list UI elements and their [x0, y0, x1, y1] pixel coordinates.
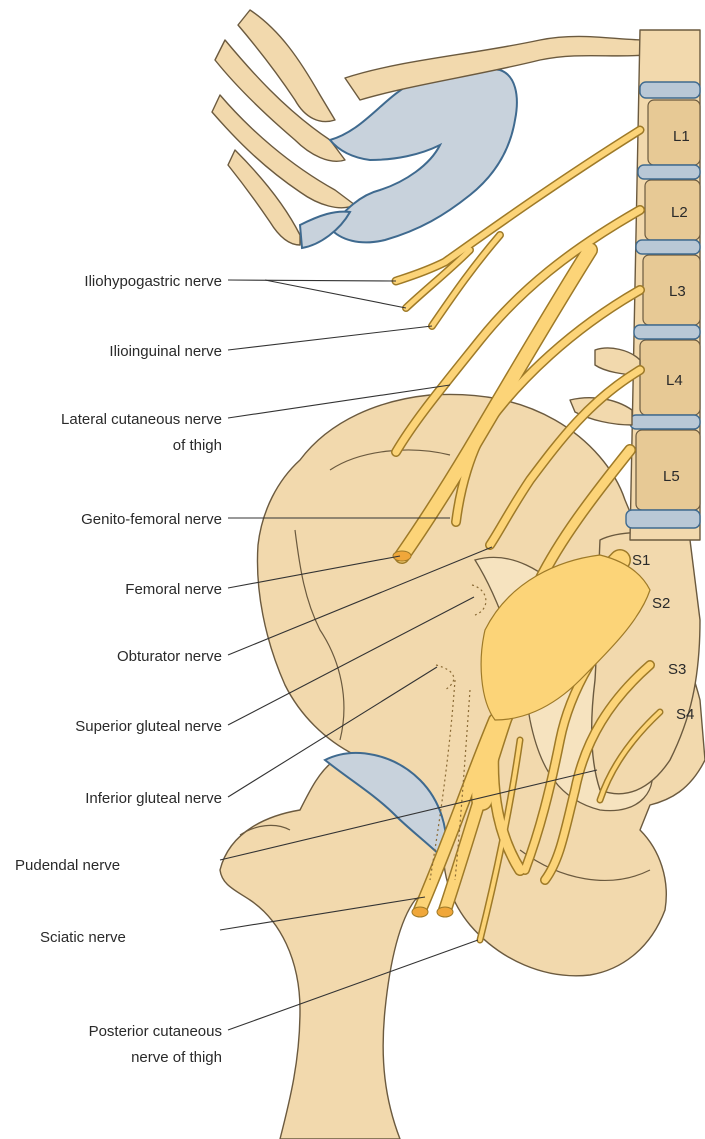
vertebra-label-l5: L5 — [663, 468, 680, 485]
vertebra-label-l2: L2 — [671, 204, 688, 221]
sacral-label-s4: S4 — [676, 706, 694, 723]
leader-ilioinguinal — [228, 326, 432, 350]
label-genito-femoral: Genito-femoral nerve — [81, 511, 222, 528]
label-pudendal: Pudendal nerve — [15, 857, 120, 874]
nerve-labels: Iliohypogastric nerve Ilioinguinal nerve… — [15, 273, 222, 1066]
sacral-label-s2: S2 — [652, 595, 670, 612]
label-obturator: Obturator nerve — [117, 648, 222, 665]
label-posterior-cutaneous-line1: Posterior cutaneous — [89, 1023, 222, 1040]
label-superior-gluteal: Superior gluteal nerve — [75, 718, 222, 735]
sacral-label-s1: S1 — [632, 552, 650, 569]
vertebra-label-l3: L3 — [669, 283, 686, 300]
leader-iliohypogastric-2 — [265, 280, 406, 308]
label-inferior-gluteal: Inferior gluteal nerve — [85, 790, 222, 807]
vertebra-label-l4: L4 — [666, 372, 683, 389]
vertebra-label-l1: L1 — [673, 128, 690, 145]
sacral-label-s3: S3 — [668, 661, 686, 678]
label-iliohypogastric: Iliohypogastric nerve — [84, 273, 222, 290]
label-femoral: Femoral nerve — [125, 581, 222, 598]
label-posterior-cutaneous-line2: nerve of thigh — [131, 1049, 222, 1066]
label-ilioinguinal: Ilioinguinal nerve — [109, 343, 222, 360]
leader-iliohypogastric-1 — [228, 280, 396, 281]
label-sciatic: Sciatic nerve — [40, 929, 126, 946]
label-lateral-cutaneous-line1: Lateral cutaneous nerve — [61, 411, 222, 428]
femur — [220, 753, 446, 1139]
label-lateral-cutaneous-line2: of thigh — [173, 437, 222, 454]
rib-cage — [212, 10, 645, 248]
